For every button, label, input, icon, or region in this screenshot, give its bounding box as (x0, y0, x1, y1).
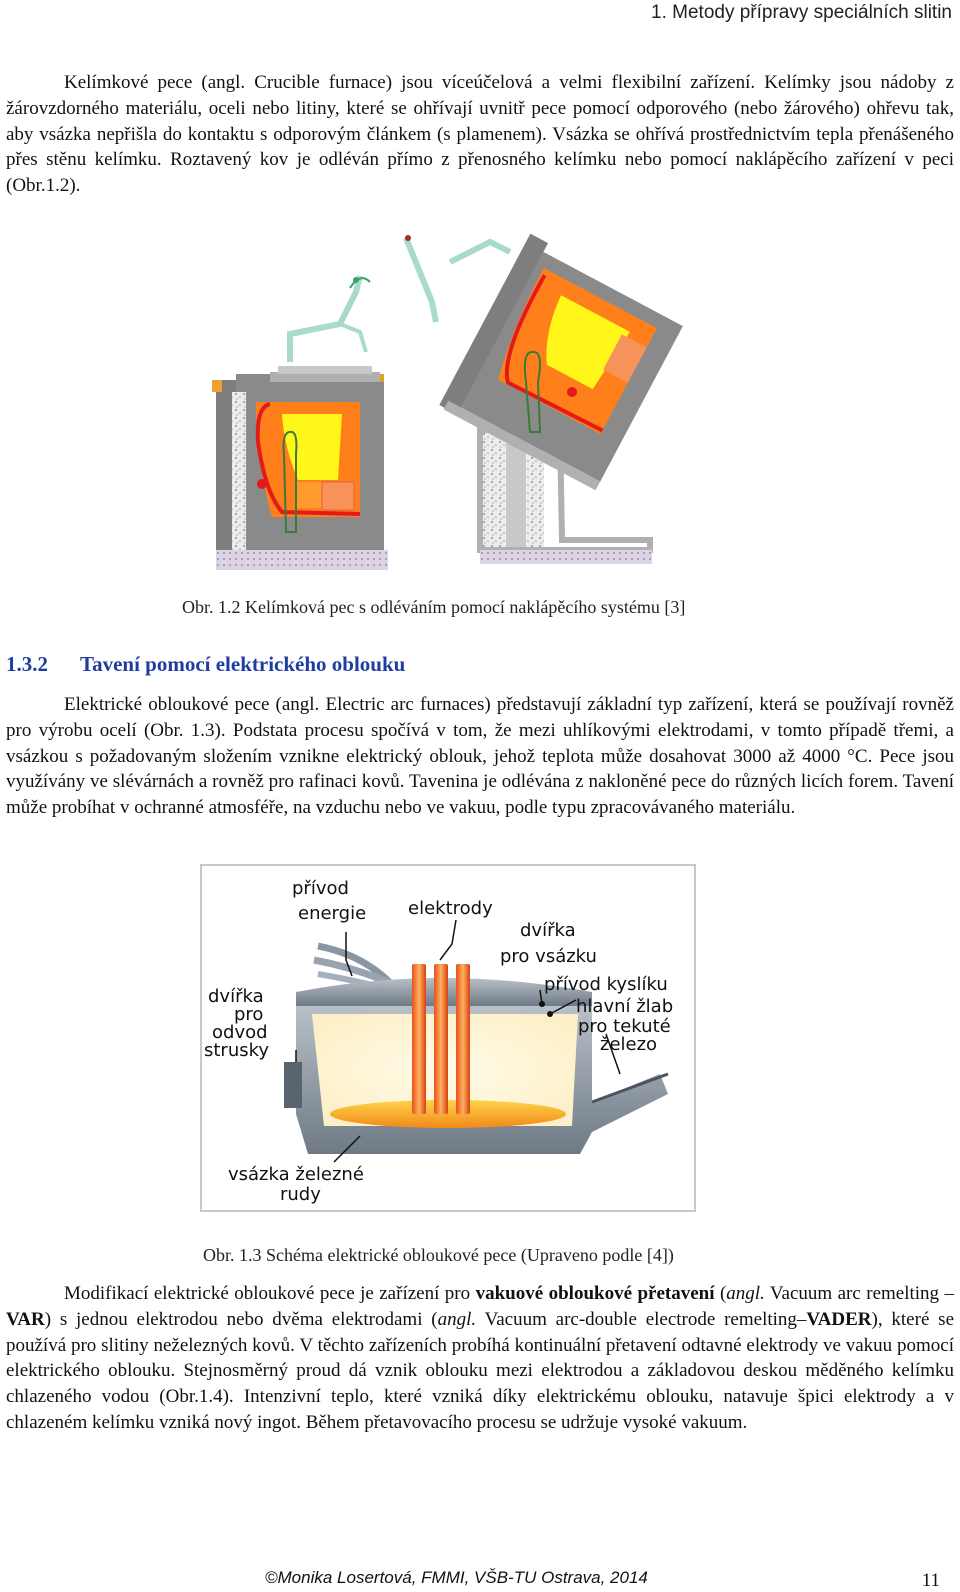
text-run: ), které se používá pro slitiny neželezn… (6, 1308, 954, 1433)
label-privod-energie-1: přívod (292, 878, 349, 899)
label-elektrody: elektrody (408, 898, 493, 919)
paragraph-text: Elektrické obloukové pece (angl. Electri… (6, 694, 954, 819)
right-furnace (403, 233, 683, 564)
page-header: 1. Metody přípravy speciálních slitin (651, 2, 952, 23)
italic-term: angl. (726, 1283, 765, 1304)
footer-copyright: ©Monika Losertová, FMMI, VŠB-TU Ostrava,… (265, 1568, 648, 1587)
label-strusky-3: odvod (212, 1022, 268, 1043)
italic-term: angl. (437, 1308, 477, 1330)
label-vsazka-1: vsázka železné (228, 1164, 364, 1185)
text-run: Modifikací elektrické obloukové pece je … (64, 1283, 476, 1304)
figure-caption-1-2: Obr. 1.2 Kelímková pec s odléváním pomoc… (182, 597, 686, 617)
paragraph-crucible-furnaces: Kelímkové pece (angl. Crucible furnace) … (6, 70, 954, 199)
label-dvirka-vsazka-1: dvířka (520, 920, 576, 941)
paragraph-electric-arc: Elektrické obloukové pece (angl. Electri… (6, 692, 954, 821)
paragraph-text: Kelímkové pece (angl. Crucible furnace) … (6, 72, 954, 197)
label-strusky-1: dvířka (208, 986, 264, 1007)
paragraph-vacuum-arc: Modifikací elektrické obloukové pece je … (6, 1281, 954, 1436)
text-run: Vacuum arc remelting – (764, 1283, 954, 1304)
section-number: 1.3.2 (6, 652, 48, 676)
crucible-furnace-figure (212, 233, 683, 570)
label-strusky-4: strusky (204, 1040, 269, 1061)
label-privod-energie-2: energie (298, 903, 366, 924)
label-hlavni-zlab-2: pro tekuté (578, 1016, 671, 1037)
bold-term: vakuové obloukové přetavení (475, 1283, 715, 1304)
text-run: ( (714, 1283, 727, 1304)
text-run: ) s jednou elektrodou nebo dvěma elektro… (44, 1308, 438, 1330)
arc-furnace-figure: přívod energie elektrody dvířka pro vsáz… (200, 864, 696, 1212)
label-strusky-2: pro (234, 1004, 263, 1025)
text-run: Vacuum arc-double electrode remelting– (476, 1308, 807, 1330)
section-heading: 1.3.2 Tavení pomocí elektrického oblouku (6, 652, 405, 677)
left-furnace (212, 275, 388, 570)
label-hlavni-zlab-3: železo (600, 1034, 657, 1055)
label-privod-kysliku: přívod kyslíku (544, 974, 668, 995)
section-title: Tavení pomocí elektrického oblouku (80, 652, 406, 676)
label-dvirka-vsazka-2: pro vsázku (500, 946, 597, 967)
figure-caption-1-3: Obr. 1.3 Schéma elektrické obloukové pec… (203, 1245, 674, 1265)
label-hlavni-zlab-1: hlavní žlab (576, 996, 673, 1017)
label-vsazka-2: rudy (280, 1184, 321, 1205)
bold-term: VAR (6, 1308, 45, 1330)
bold-term: VADER (806, 1308, 872, 1330)
page-number: 11 (921, 1570, 940, 1591)
